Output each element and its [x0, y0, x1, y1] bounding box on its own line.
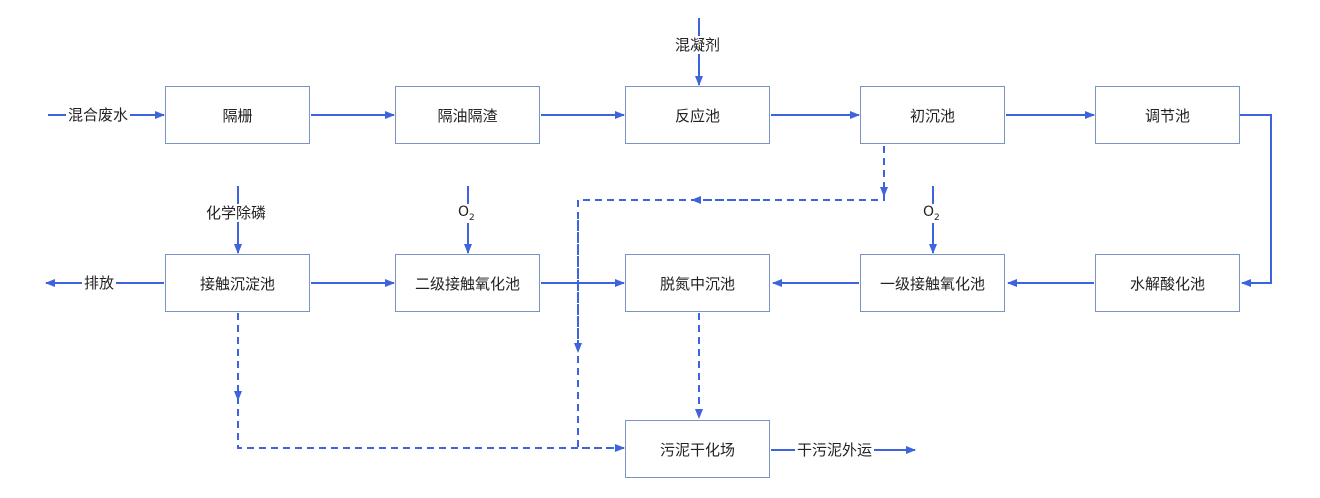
label-dry-sludge: 干污泥外运 — [795, 441, 875, 459]
label-o2-left: O2 — [456, 204, 477, 223]
node-tuodan: 脱氮中沉池 — [625, 254, 770, 312]
node-chuchen: 初沉池 — [860, 86, 1005, 144]
label-chem-p: 化学除磷 — [204, 204, 269, 222]
node-shuijie: 水解酸化池 — [1095, 254, 1240, 312]
label-coagulant: 混凝剂 — [673, 36, 723, 54]
sludge-line-jiechu — [237, 313, 625, 452]
node-tiaojie: 调节池 — [1095, 86, 1240, 144]
node-fanying: 反应池 — [625, 86, 770, 144]
node-erji: 二级接触氧化池 — [395, 254, 540, 312]
arrow-tiaojie-shuijie — [1240, 114, 1272, 287]
label-discharge: 排放 — [82, 274, 117, 292]
label-inflow: 混合废水 — [66, 106, 131, 124]
node-geyou: 隔油隔渣 — [395, 86, 540, 144]
label-o2-right: O2 — [921, 204, 942, 223]
node-geshan: 隔栅 — [165, 86, 310, 144]
node-wuni: 污泥干化场 — [625, 420, 770, 478]
node-jiechu: 接触沉淀池 — [165, 254, 310, 312]
node-yiji: 一级接触氧化池 — [860, 254, 1005, 312]
